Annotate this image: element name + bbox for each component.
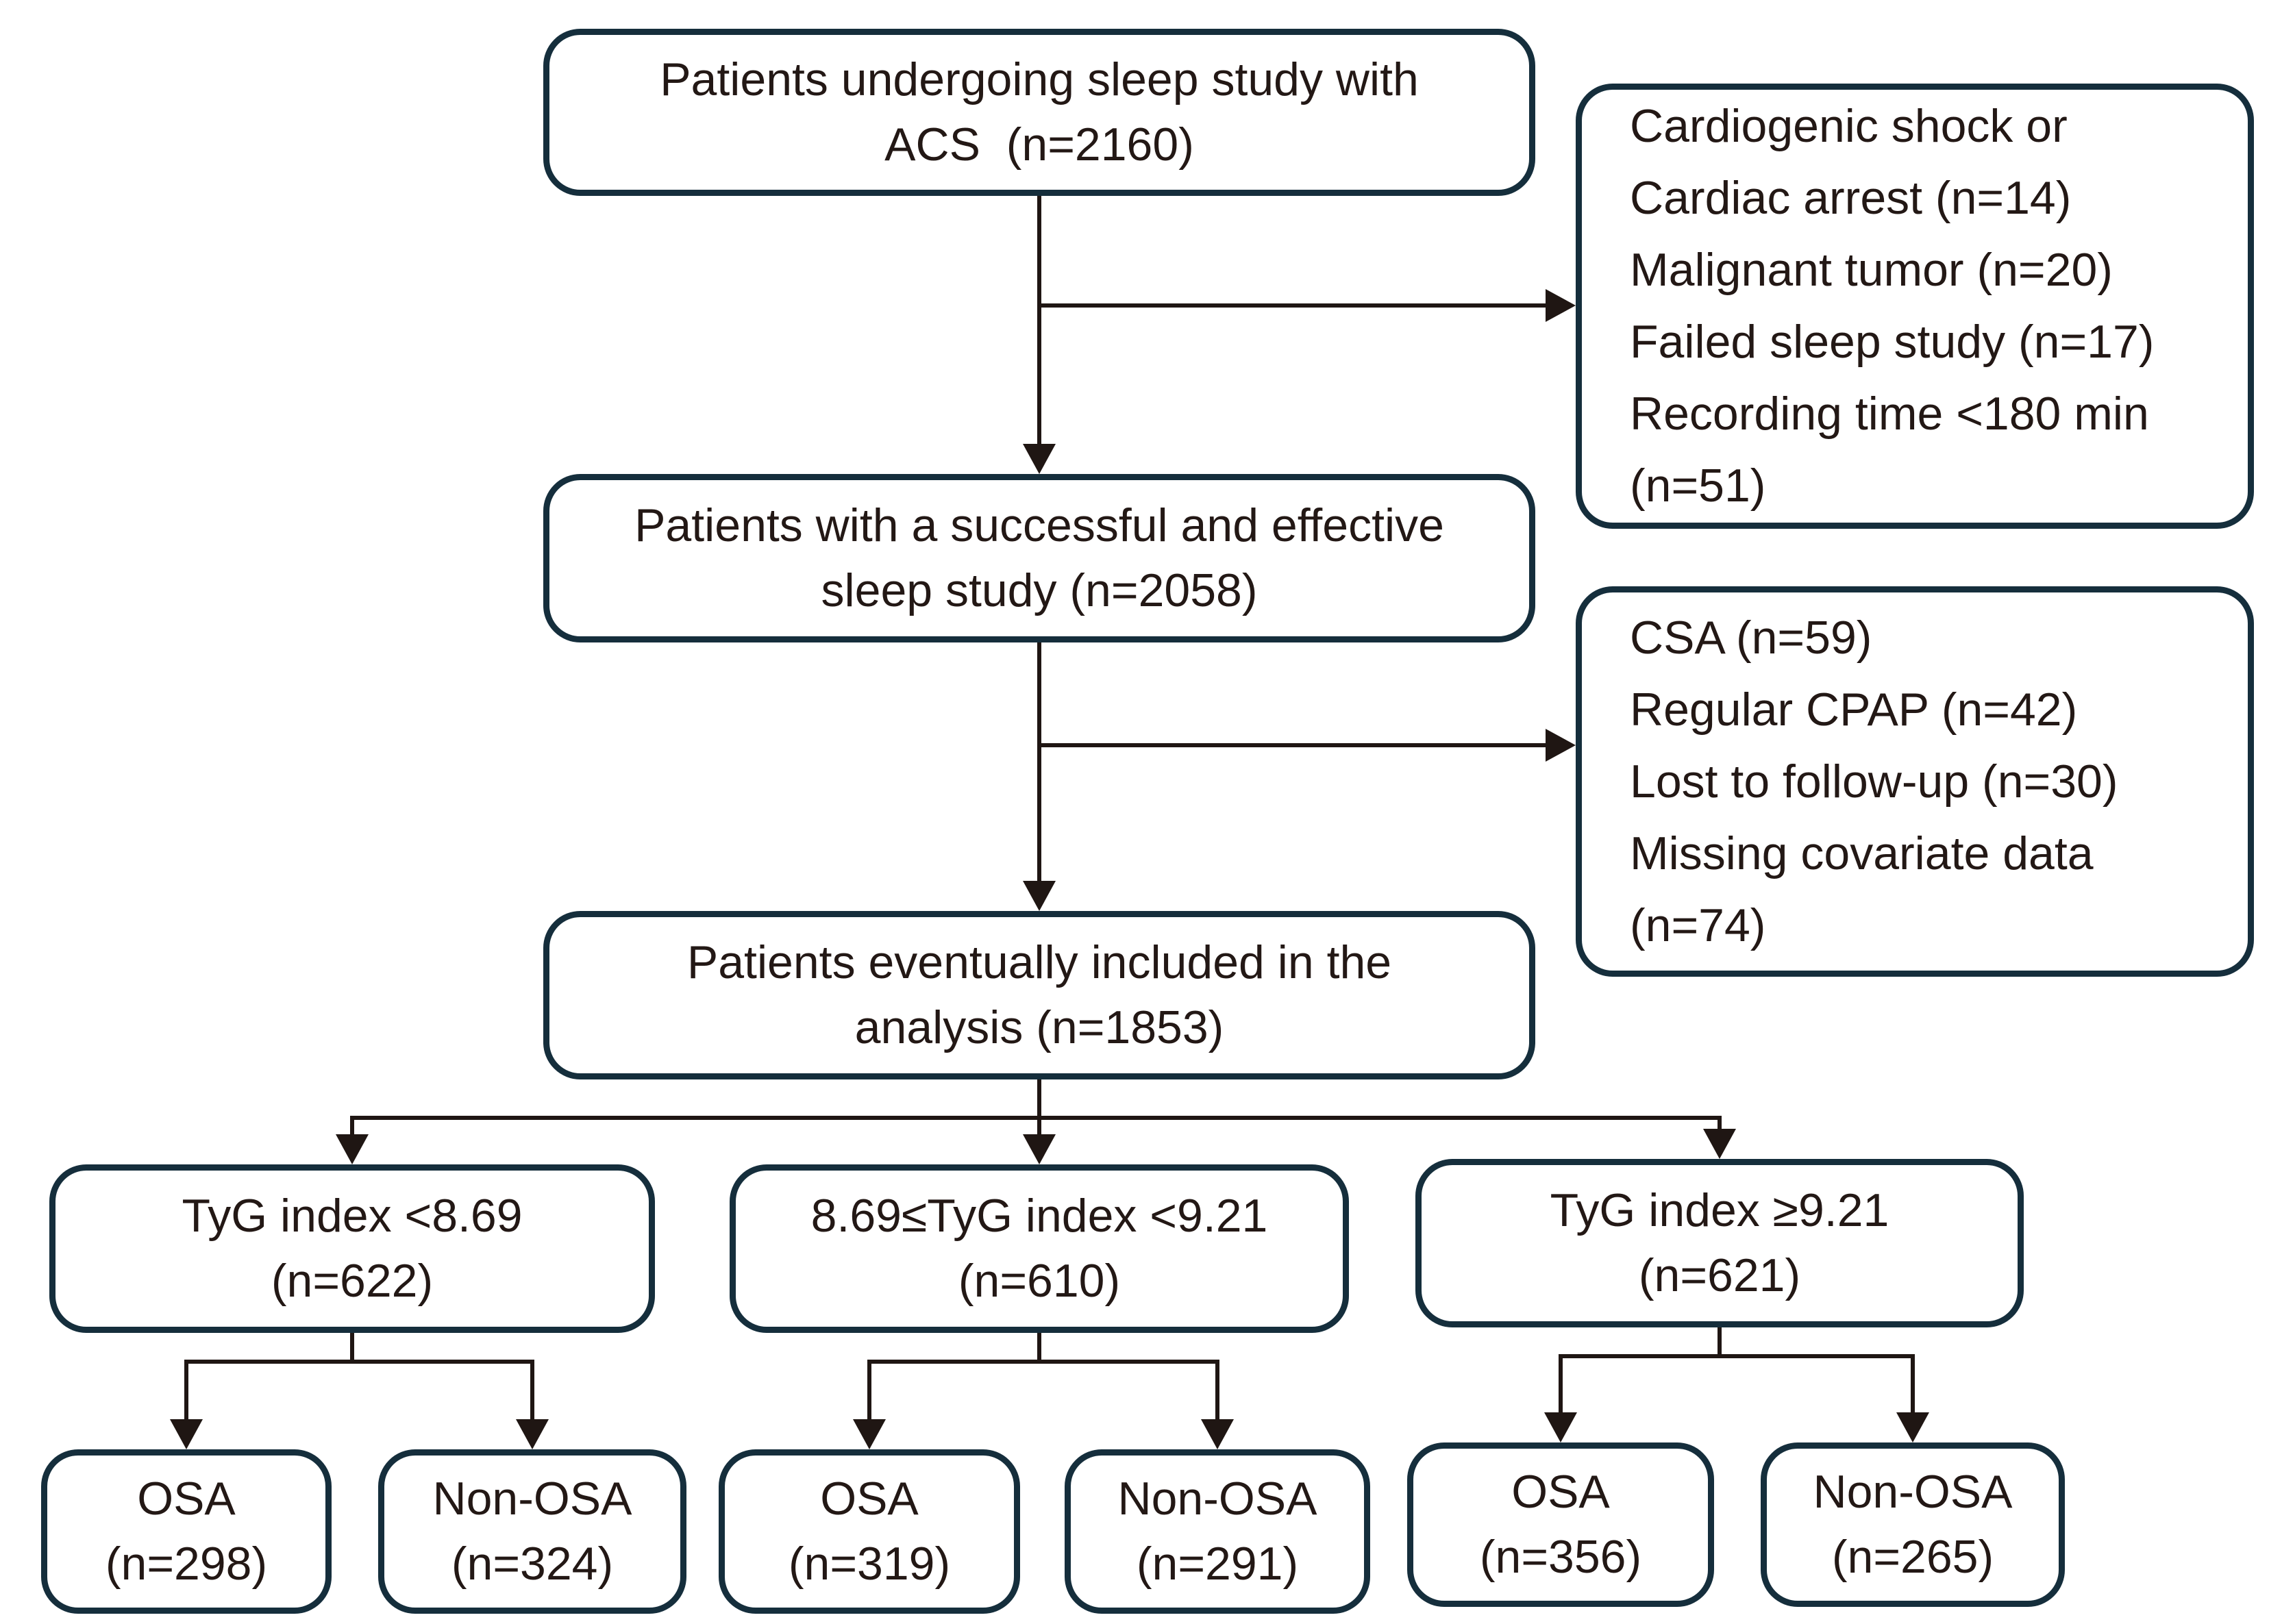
node-text-line: analysis (n=1853) [854, 1001, 1224, 1053]
node-text-line: Recording time <180 min [1630, 388, 2149, 440]
node-tyg-high: TyG index ≥9.21 (n=621) [1415, 1159, 2024, 1327]
node-exclusions-2: CSA (n=59) Regular CPAP (n=42) Lost to f… [1576, 586, 2254, 977]
node-text-line: Patients undergoing sleep study with [660, 53, 1419, 105]
node-text-line: sleep study (n=2058) [821, 564, 1258, 616]
node-tyg-high-non-osa: Non-OSA (n=265) [1761, 1442, 2065, 1607]
node-text-line: Cardiac arrest (n=14) [1630, 172, 2072, 224]
node-text-line: Failed sleep study (n=17) [1630, 316, 2155, 368]
node-text-line: CSA (n=59) [1630, 611, 1872, 664]
node-tyg-mid-osa: OSA (n=319) [719, 1449, 1020, 1614]
node-text-line: Cardiogenic shock or [1630, 100, 2068, 152]
node-text-line: (n=622) [271, 1255, 434, 1307]
node-text-line: 8.69≤TyG index <9.21 [810, 1190, 1268, 1242]
node-tyg-low-osa: OSA (n=298) [41, 1449, 332, 1614]
node-included-analysis: Patients eventually included in the anal… [543, 911, 1535, 1079]
node-tyg-mid: 8.69≤TyG index <9.21 (n=610) [730, 1164, 1349, 1333]
node-text-line: OSA [1511, 1466, 1610, 1518]
connector-successful-to-included [1023, 642, 1056, 911]
connector-branch-exclusion-1 [1039, 289, 1576, 322]
node-text-line: TyG index <8.69 [182, 1190, 523, 1242]
node-text-line: Malignant tumor (n=20) [1630, 244, 2113, 296]
node-text-line: OSA [137, 1473, 236, 1525]
node-exclusions-1: Cardiogenic shock or Cardiac arrest (n=1… [1576, 84, 2254, 529]
node-tyg-low: TyG index <8.69 (n=622) [49, 1164, 655, 1333]
node-text-line: (n=291) [1136, 1538, 1299, 1590]
node-text-line: Non-OSA [1813, 1466, 2013, 1518]
node-text-line: (n=621) [1638, 1249, 1801, 1301]
node-tyg-mid-non-osa: Non-OSA (n=291) [1065, 1449, 1370, 1614]
node-text-line: (n=74) [1630, 899, 1766, 951]
node-text-line: ACS (n=2160) [884, 118, 1194, 171]
node-text-line: Patients eventually included in the [686, 936, 1392, 988]
node-text-line: OSA [820, 1473, 919, 1525]
node-text-line: Missing covariate data [1630, 827, 2094, 879]
connector-included-to-tertiles [336, 1079, 1736, 1164]
node-sleep-study-acs: Patients undergoing sleep study with ACS… [543, 29, 1535, 196]
node-tyg-low-non-osa: Non-OSA (n=324) [378, 1449, 686, 1614]
node-tyg-high-osa: OSA (n=356) [1407, 1442, 1714, 1607]
node-text-line: Lost to follow-up (n=30) [1630, 755, 2118, 808]
node-successful-sleep-study: Patients with a successful and effective… [543, 474, 1535, 642]
node-text-line: (n=265) [1831, 1531, 1994, 1583]
node-text-line: (n=51) [1630, 460, 1766, 512]
node-text-line: Patients with a successful and effective [634, 499, 1444, 551]
connector-branch-exclusion-2 [1039, 729, 1576, 762]
node-text-line: (n=324) [451, 1538, 614, 1590]
node-text-line: (n=298) [105, 1538, 268, 1590]
connector-tyg-mid-split [853, 1333, 1234, 1449]
node-text-line: (n=356) [1479, 1531, 1642, 1583]
connector-tyg-low-split [170, 1333, 549, 1449]
connector-tyg-high-split [1544, 1327, 1929, 1442]
node-text-line: (n=610) [958, 1255, 1121, 1307]
node-text-line: TyG index ≥9.21 [1550, 1184, 1889, 1236]
node-text-line: (n=319) [788, 1538, 951, 1590]
node-text-line: Regular CPAP (n=42) [1630, 683, 2078, 736]
node-text-line: Non-OSA [432, 1473, 632, 1525]
node-text-line: Non-OSA [1117, 1473, 1317, 1525]
connector-top-to-successful [1023, 196, 1056, 474]
